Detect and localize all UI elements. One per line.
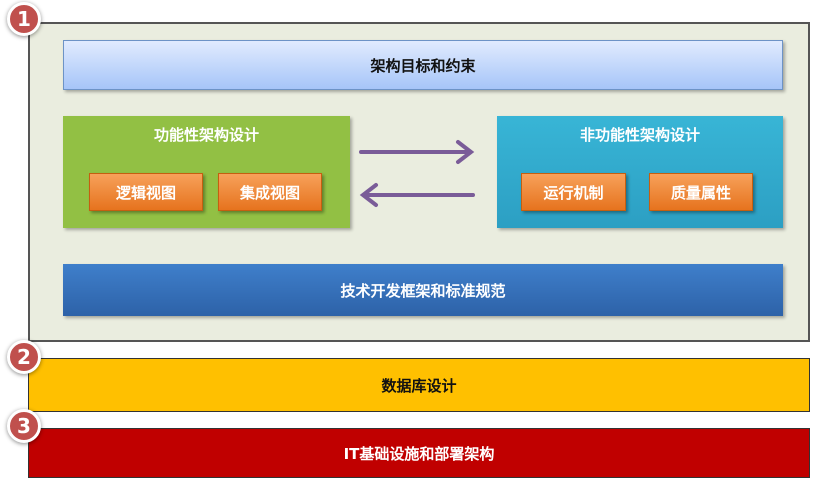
integration-view-box: 集成视图 — [218, 173, 322, 211]
database-design-box: 数据库设计 — [28, 358, 810, 412]
left-arrow-icon — [359, 183, 475, 207]
infrastructure-box: IT基础设施和部署架构 — [28, 428, 810, 478]
badge-3: 3 — [7, 409, 41, 443]
badge-1: 1 — [7, 2, 41, 36]
framework-standards-box: 技术开发框架和标准规范 — [63, 264, 783, 316]
runtime-mechanism-box: 运行机制 — [521, 173, 626, 211]
architecture-goals-box: 架构目标和约束 — [63, 40, 783, 90]
nonfunctional-title: 非功能性架构设计 — [579, 126, 700, 144]
quality-attributes-box: 质量属性 — [649, 173, 753, 211]
badge-2: 2 — [7, 340, 41, 374]
nonfunctional-design-box: 非功能性架构设计 — [497, 116, 783, 228]
functional-title: 功能性架构设计 — [153, 126, 259, 144]
bidirectional-arrows — [359, 140, 475, 207]
right-arrow-icon — [359, 140, 475, 164]
logical-view-box: 逻辑视图 — [89, 173, 203, 211]
functional-design-box: 功能性架构设计 — [63, 116, 350, 228]
